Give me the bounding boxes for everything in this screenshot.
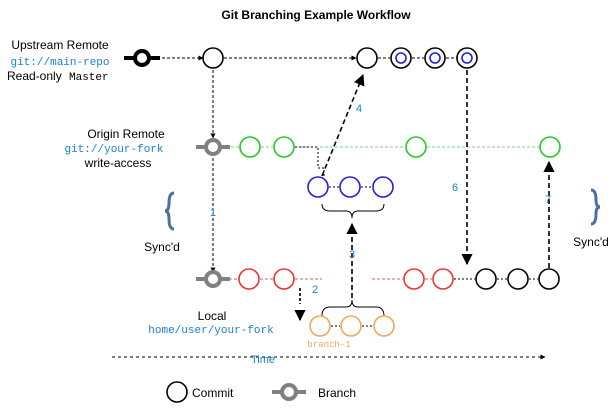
- upstream-label: Upstream Remote: [11, 38, 109, 52]
- legend-branch-label: Branch: [318, 386, 356, 400]
- local-branch-pin: [196, 270, 230, 288]
- local-commit: [273, 268, 295, 290]
- sync-brace-right: [590, 188, 601, 226]
- origin-url: git://your-fork: [64, 144, 163, 156]
- feature-commit: [339, 176, 361, 198]
- step-3-label: 3: [349, 249, 355, 261]
- upstream-merge-commit: [356, 47, 378, 69]
- local-commit: [403, 268, 425, 290]
- branch-1-commit: [373, 315, 395, 337]
- upstream-access-branch: Master: [69, 72, 109, 84]
- upstream-url: git://main-repo: [10, 57, 109, 69]
- feature-brace: [321, 203, 385, 219]
- step-4-label: 4: [356, 103, 362, 115]
- pull-request-arrow: [321, 73, 365, 177]
- origin-branch-pin: [196, 138, 230, 156]
- feature-commit: [307, 176, 329, 198]
- branch-1-commit: [340, 315, 362, 337]
- local-label: Local: [198, 309, 227, 323]
- origin-to-feature-link: [295, 146, 325, 176]
- step-6-label: 6: [452, 182, 458, 194]
- local-synced-commit: [475, 268, 497, 290]
- upstream-access-prefix: Read-only: [7, 69, 62, 83]
- diagram-title: Git Branching Example Workflow: [221, 8, 411, 22]
- time-label: Time: [251, 354, 275, 366]
- local-commit: [432, 268, 454, 290]
- sync-brace-left: [164, 191, 175, 231]
- sync-label-right: Sync'd: [573, 235, 609, 249]
- legend-commit-icon: [166, 381, 188, 403]
- local-path: home/user/your-fork: [148, 325, 274, 337]
- sync-label-left: Sync'd: [144, 240, 180, 254]
- legend-commit-label: Commit: [192, 386, 234, 400]
- local-synced-commit: [507, 268, 529, 290]
- upstream-branch-pin: [124, 49, 160, 67]
- local-synced-commit: [538, 268, 560, 290]
- origin-commit: [273, 136, 295, 158]
- upstream-merged-commit: [456, 47, 478, 69]
- step-7-label: 7: [545, 194, 551, 206]
- origin-access: write-access: [84, 156, 152, 170]
- branch-brace: [321, 299, 385, 317]
- upstream-commit: [202, 47, 224, 69]
- step-1-label: 1: [210, 207, 216, 219]
- origin-commit: [239, 136, 261, 158]
- feature-commit: [372, 176, 394, 198]
- origin-commit: [405, 136, 427, 158]
- upstream-merged-commit: [424, 47, 446, 69]
- origin-commit: [539, 136, 561, 158]
- legend-branch-icon: [272, 383, 306, 401]
- upstream-merged-commit: [390, 47, 412, 69]
- branch-1-commit: [309, 315, 331, 337]
- step-2-label: 2: [312, 284, 318, 296]
- local-commit: [238, 268, 260, 290]
- origin-label: Origin Remote: [87, 127, 165, 141]
- branch-1-label: branch-1: [307, 340, 350, 350]
